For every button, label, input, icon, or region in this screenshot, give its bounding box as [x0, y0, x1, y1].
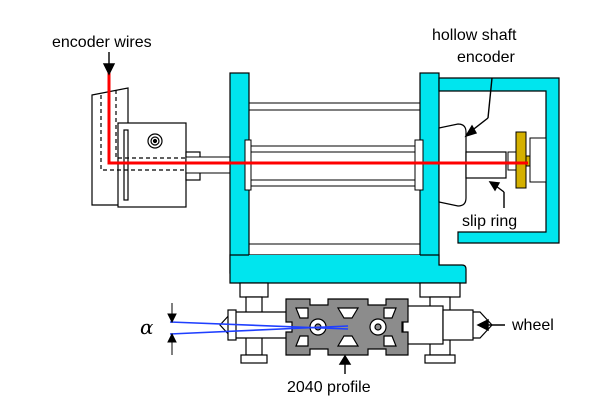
label-hollow-shaft: hollow shaft [432, 27, 517, 44]
label-encoder-wires: encoder wires [52, 34, 152, 51]
pointer-arrows [102, 52, 505, 374]
dashed-cable [100, 95, 240, 171]
profile-2040 [285, 298, 409, 356]
hollow-shaft-encoder [438, 123, 507, 207]
angle-arrows [167, 303, 177, 355]
label-wheel: wheel [511, 317, 554, 334]
label-encoder: encoder [457, 49, 515, 66]
label-alpha: α [140, 315, 154, 339]
label-2040-profile: 2040 profile [287, 379, 371, 396]
encoder-wire [107, 68, 528, 165]
cyan-frame [229, 72, 560, 284]
slip-ring [507, 131, 547, 189]
label-slip-ring: slip ring [462, 213, 517, 230]
angle-lines [169, 321, 349, 335]
frame-rods [248, 102, 421, 245]
